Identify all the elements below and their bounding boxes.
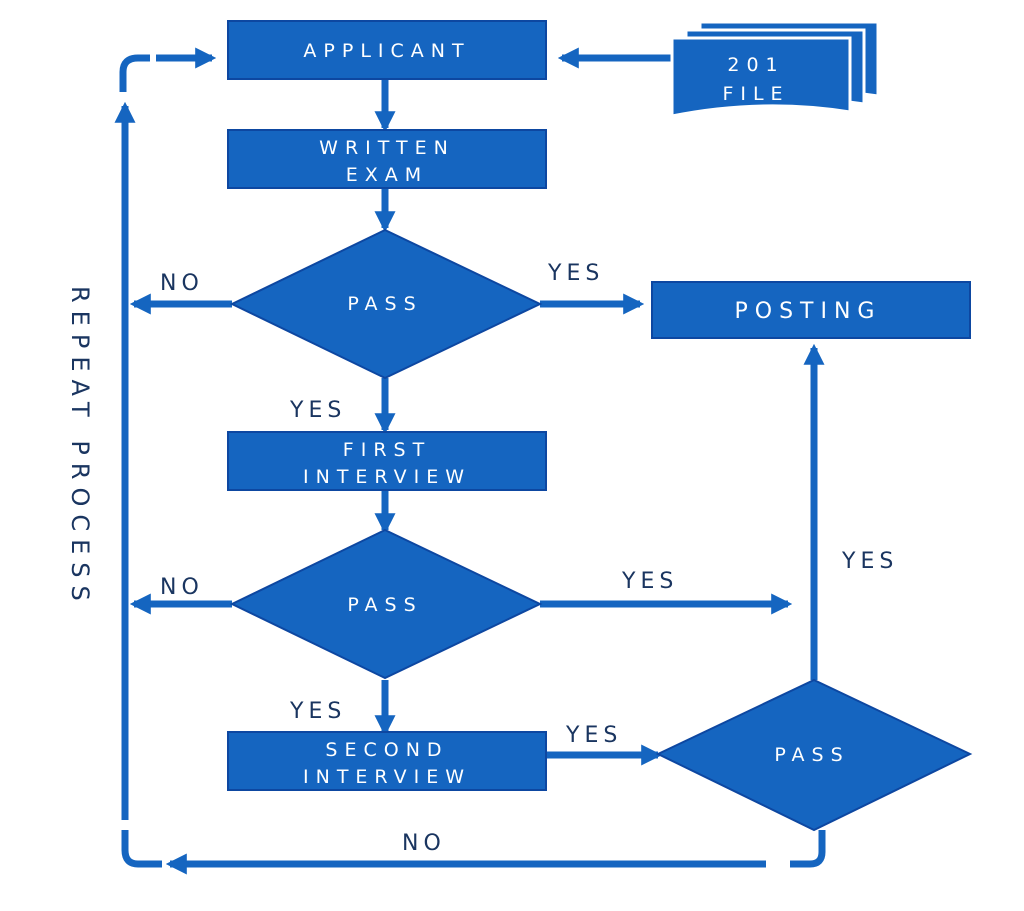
edge-label-pass1-yes-down: YES (289, 398, 346, 423)
file-sheet-front (670, 36, 852, 118)
second-interview-node: SECOND INTERVIEW (227, 731, 547, 791)
written-exam-node: WRITTEN EXAM (227, 129, 547, 189)
pass-3-decision: PASS (655, 678, 973, 832)
edge-label-pass2-yes-right: YES (621, 569, 678, 594)
second-interview-label-line2: INTERVIEW (303, 766, 471, 788)
connectors (114, 47, 826, 875)
repeat-process-label: REPEAT PROCESS (66, 286, 94, 609)
pass-2-label: PASS (347, 594, 422, 616)
arrow-top-left-curl (119, 54, 150, 92)
pass-2-decision: PASS (229, 528, 543, 680)
file-201-label-line2: FILE (722, 83, 789, 105)
written-exam-label-line1: WRITTEN (319, 137, 455, 159)
first-interview-label-line2: INTERVIEW (303, 466, 471, 488)
applicant-node: APPLICANT (227, 20, 547, 80)
edge-label-pass3-yes-up: YES (841, 549, 898, 574)
written-exam-label-line2: EXAM (346, 164, 428, 186)
edge-label-pass2-yes-down: YES (289, 699, 346, 724)
pass-1-label: PASS (347, 293, 422, 315)
applicant-label: APPLICANT (303, 40, 470, 62)
edge-label-pass1-no: NO (160, 271, 204, 296)
arrow-pass3-no-loop (790, 830, 826, 868)
edge-label-pass3-no: NO (402, 831, 446, 856)
edge-label-second-interview-yes: YES (565, 723, 622, 748)
file-201-label-line1: 201 (727, 54, 784, 76)
edge-label-pass2-no: NO (160, 575, 204, 600)
edge-label-pass1-yes-right: YES (547, 261, 604, 286)
second-interview-label-line1: SECOND (325, 739, 448, 761)
first-interview-label-line1: FIRST (343, 439, 431, 461)
pass-1-decision: PASS (229, 228, 543, 380)
posting-label: POSTING (735, 299, 882, 324)
file-201-node: 201 FILE (670, 20, 880, 118)
posting-node: POSTING (651, 281, 971, 339)
pass-3-label: PASS (774, 744, 849, 766)
arrow-bottom-left-curl (121, 830, 162, 868)
first-interview-node: FIRST INTERVIEW (227, 431, 547, 491)
